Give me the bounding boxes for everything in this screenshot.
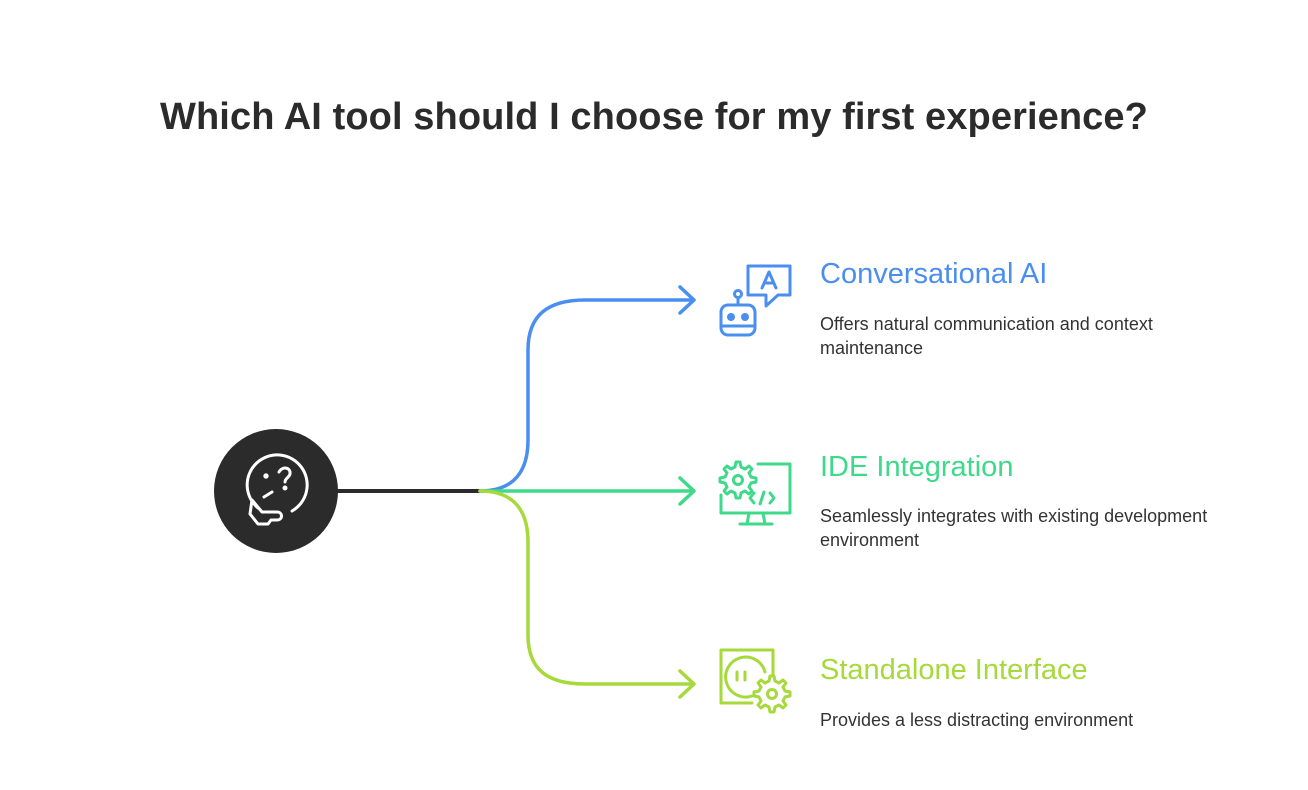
thinking-face-icon <box>245 453 309 526</box>
app-window-gear-icon <box>719 648 792 714</box>
option-description-conversational-ai: Offers natural communication and context… <box>820 314 1153 358</box>
page-title: Which AI tool should I choose for my fir… <box>160 96 1148 138</box>
branch-standalone-interface <box>478 489 694 686</box>
option-description-ide-integration: Seamlessly integrates with existing deve… <box>820 506 1208 550</box>
branch-conversational-ai <box>478 298 694 493</box>
option-title-ide-integration: IDE Integration <box>820 451 1014 483</box>
arrowhead-ide-integration <box>678 476 696 506</box>
option-title-conversational-ai: Conversational AI <box>820 258 1048 290</box>
hub-node <box>214 429 338 553</box>
arrowhead-standalone-interface <box>678 669 696 699</box>
arrowhead-conversational-ai <box>678 285 696 315</box>
option-title-standalone-interface: Standalone Interface <box>820 654 1088 686</box>
monitor-code-gear-icon <box>718 460 792 526</box>
option-description-standalone-interface: Provides a less distracting environment <box>820 710 1134 730</box>
robot-chat-icon <box>719 264 792 337</box>
